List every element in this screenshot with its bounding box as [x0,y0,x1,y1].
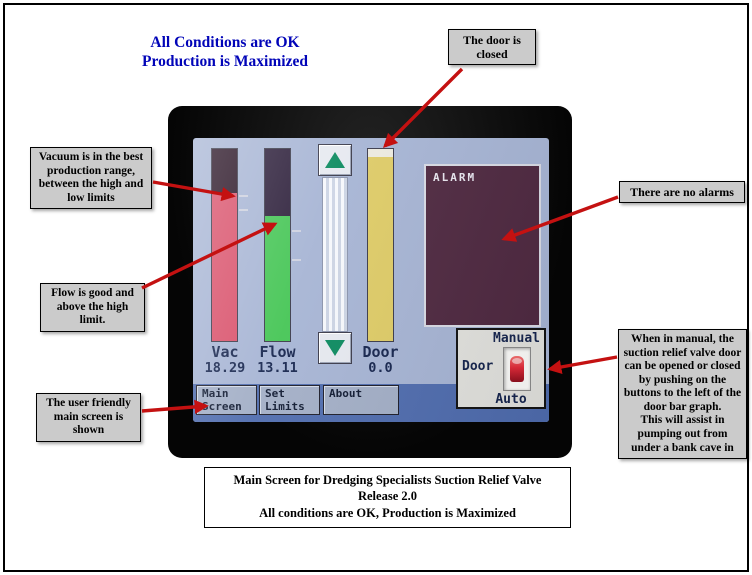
hmi-photo: ALARM Vac 18.29 Flow 13.11 Door 0.0 Main… [168,106,572,458]
nav-set-limits-button[interactable]: Set Limits [259,385,320,415]
flow-bar-fill [265,216,290,341]
figure-caption: Main Screen for Dredging Specialists Suc… [204,467,571,528]
alarm-panel: ALARM [424,164,541,327]
red-pushbutton-icon [510,356,524,382]
callout-flow: Flow is good and above the high limit. [40,283,145,332]
door-value: 0.0 [368,360,393,376]
hmi-screen: ALARM Vac 18.29 Flow 13.11 Door 0.0 Main… [193,138,549,422]
vacuum-high-limit-tick [239,195,248,197]
nav-main-screen-button[interactable]: Main Screen [196,385,257,415]
vacuum-value: 18.29 [204,360,246,376]
door-control-track [322,177,348,332]
flow-value: 13.11 [257,360,298,376]
flow-label: Flow [259,343,296,361]
door-mode-door-label: Door [462,359,494,374]
door-down-button[interactable] [318,332,352,364]
callout-alarms: There are no alarms [619,181,745,204]
nav-about-button[interactable]: About [323,385,399,415]
vacuum-bar-fill [212,193,237,341]
up-arrow-icon [325,152,345,168]
flow-low-limit-tick [292,259,301,261]
door-up-button[interactable] [318,144,352,176]
auto-mode-label: Auto [495,392,527,407]
door-bar-fill [368,156,393,341]
page-border [3,3,749,572]
alarm-panel-title: ALARM [433,171,477,184]
vacuum-bar-graph [211,148,238,342]
down-arrow-icon [325,340,345,356]
door-mode-panel: Manual Door Auto [456,328,546,409]
door-pushbutton-well[interactable] [503,347,531,391]
vacuum-low-limit-tick [239,209,248,211]
flow-high-limit-tick [292,230,301,232]
figure-title: All Conditions are OK Production is Maxi… [142,34,308,71]
vacuum-label: Vac [211,343,239,361]
callout-door: The door is closed [448,29,536,66]
callout-manual: When in manual, the suction relief valve… [618,329,747,460]
callout-vacuum: Vacuum is in the best production range, … [30,147,152,210]
door-label-under-bar: Door [362,343,399,361]
manual-mode-label: Manual [493,331,540,346]
callout-main-screen: The user friendly main screen is shown [36,393,141,442]
door-bar-graph [367,148,394,342]
flow-bar-graph [264,148,291,342]
